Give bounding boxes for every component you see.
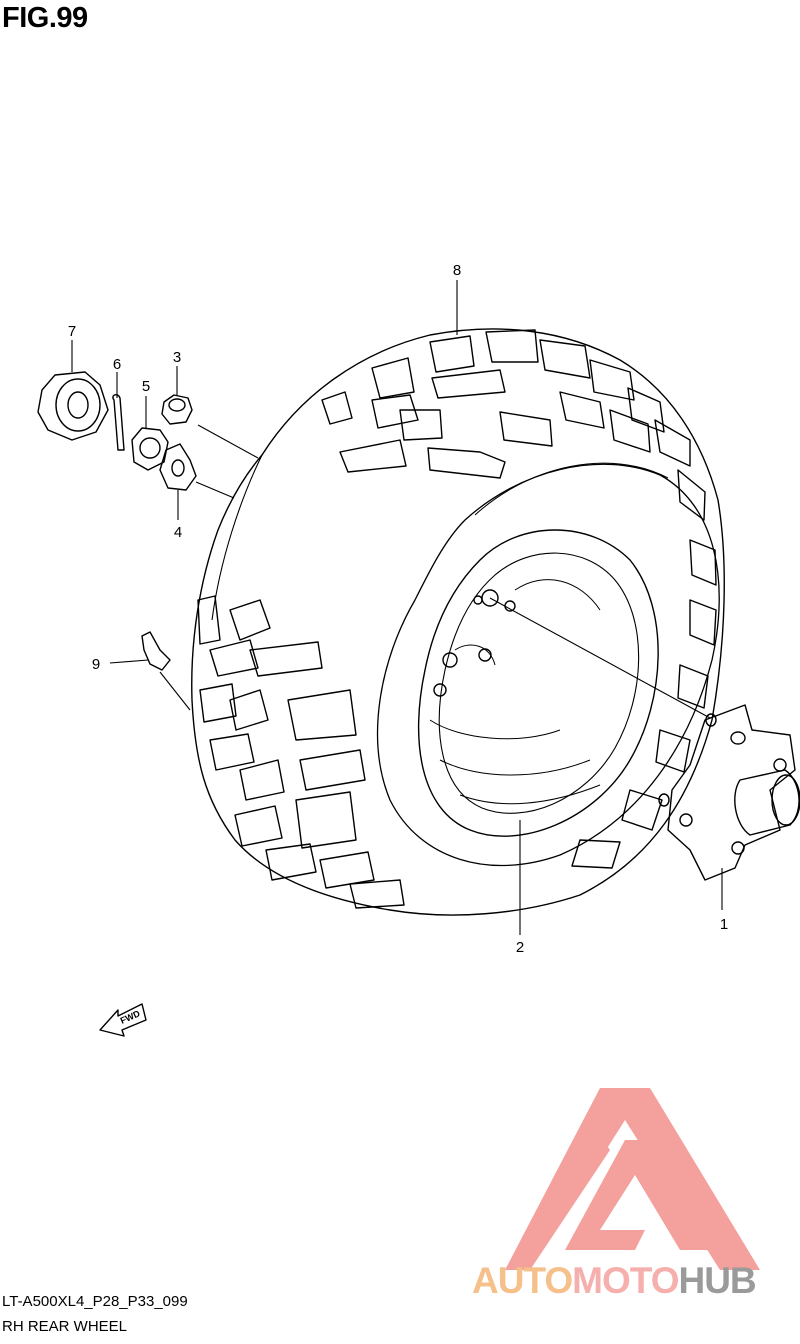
watermark-moto: MOTO (572, 1260, 679, 1301)
callout-6: 6 (113, 356, 121, 373)
callout-4: 4 (174, 524, 182, 541)
figure-title: FIG.99 (2, 2, 88, 34)
callout-3: 3 (173, 349, 181, 366)
washer-drawing (159, 443, 197, 491)
callout-9: 9 (92, 656, 100, 673)
leader-lines (71, 280, 723, 935)
part-code: LT-A500XL4_P28_P33_099 (2, 1293, 188, 1310)
valve-stem-drawing (141, 631, 171, 671)
callout-2: 2 (516, 939, 524, 956)
callout-1: 1 (720, 916, 728, 933)
logo-triangle-icon (505, 1088, 760, 1270)
callout-5: 5 (142, 378, 150, 395)
watermark-text: AUTOMOTOHUB (472, 1260, 757, 1302)
automotohub-logo (505, 1088, 760, 1270)
wheel-cap-drawing (37, 371, 109, 441)
wheel-rim-drawing (417, 529, 659, 837)
part-name: RH REAR WHEEL (2, 1318, 128, 1335)
watermark-auto: AUTO (472, 1260, 573, 1301)
callout-7: 7 (68, 323, 76, 340)
tire-drawing (191, 328, 725, 916)
fwd-arrow-drawing (99, 1003, 147, 1037)
callout-8: 8 (453, 262, 461, 279)
wheel-nut-drawing (161, 394, 193, 425)
cotter-pin-drawing (112, 393, 125, 451)
watermark-hub: HUB (678, 1260, 756, 1301)
wheel-hub-drawing (658, 704, 800, 881)
